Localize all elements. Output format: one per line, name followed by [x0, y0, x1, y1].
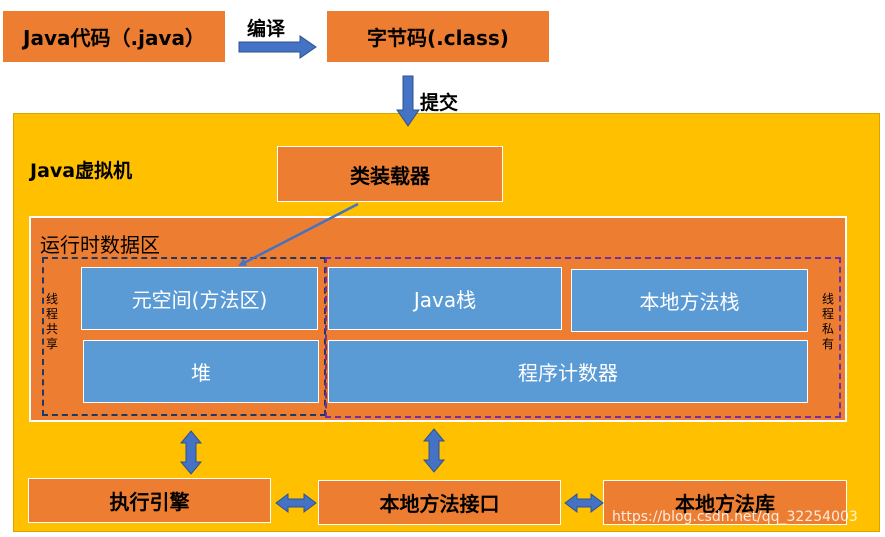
metaspace-box: 元空间(方法区) [81, 267, 318, 330]
classloader-link-arrow [238, 202, 359, 267]
java-stack-label: Java栈 [413, 288, 477, 312]
classloader-box: 类装载器 [277, 146, 503, 202]
library-interface-arrow [564, 493, 604, 513]
runtime-area-title: 运行时数据区 [40, 233, 160, 257]
native-library-label: 本地方法库 [675, 492, 775, 516]
submit-arrow [396, 75, 420, 127]
submit-label: 提交 [420, 92, 459, 114]
compile-arrow [238, 35, 317, 59]
exec-engine-label: 执行引擎 [109, 490, 190, 514]
java-stack-box: Java栈 [328, 267, 562, 330]
exec-engine-box: 执行引擎 [28, 478, 271, 523]
pc-box: 程序计数器 [328, 340, 808, 403]
bytecode-box: 字节码(.class) [326, 10, 550, 63]
bytecode-label: 字节码(.class) [367, 26, 509, 50]
heap-box: 堆 [83, 340, 319, 403]
shared-label: 线程共享 [45, 292, 58, 351]
native-library-box: 本地方法库 [603, 480, 847, 525]
classloader-label: 类装载器 [350, 163, 430, 188]
heap-label: 堆 [191, 361, 211, 385]
native-stack-label: 本地方法栈 [639, 290, 740, 314]
jvm-title: Java虚拟机 [30, 160, 133, 182]
native-stack-box: 本地方法栈 [571, 269, 808, 332]
private-region-border [325, 257, 841, 418]
watermark: https://blog.csdn.net/qq_32254003 [612, 509, 858, 525]
java-source-box: Java代码（.java） [2, 10, 226, 63]
interface-runtime-arrow [422, 428, 446, 473]
native-interface-box: 本地方法接口 [318, 480, 561, 525]
private-label: 线程私有 [821, 292, 834, 351]
metaspace-label: 元空间(方法区) [131, 288, 268, 312]
engine-runtime-arrow [179, 430, 203, 475]
java-source-label: Java代码（.java） [23, 26, 205, 50]
compile-label: 编译 [247, 18, 286, 40]
engine-interface-arrow [275, 493, 317, 513]
native-interface-label: 本地方法接口 [379, 492, 500, 516]
pc-label: 程序计数器 [518, 361, 618, 385]
